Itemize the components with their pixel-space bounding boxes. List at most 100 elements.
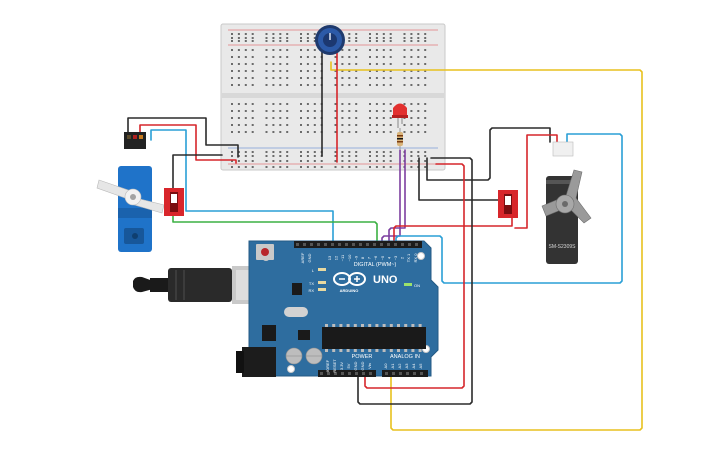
breadboard-hole[interactable] <box>375 117 378 119</box>
breadboard-hole[interactable] <box>417 33 420 35</box>
breadboard-hole[interactable] <box>272 103 275 105</box>
breadboard-hole[interactable] <box>389 49 392 51</box>
header-pin[interactable] <box>380 243 383 246</box>
breadboard-hole[interactable] <box>341 70 344 72</box>
breadboard-hole[interactable] <box>279 37 282 39</box>
breadboard-hole[interactable] <box>306 160 309 162</box>
wire-black-servo-left[interactable] <box>127 117 239 158</box>
breadboard-hole[interactable] <box>272 160 275 162</box>
breadboard-hole[interactable] <box>382 117 385 119</box>
breadboard-hole[interactable] <box>251 40 254 42</box>
breadboard-hole[interactable] <box>251 63 254 65</box>
breadboard-hole[interactable] <box>286 110 289 112</box>
breadboard-hole[interactable] <box>251 56 254 58</box>
breadboard-hole[interactable] <box>417 77 420 79</box>
breadboard-hole[interactable] <box>306 37 309 39</box>
breadboard-hole[interactable] <box>237 49 240 51</box>
breadboard-hole[interactable] <box>355 84 358 86</box>
header-pin[interactable] <box>415 243 418 246</box>
breadboard-hole[interactable] <box>272 33 275 35</box>
breadboard-hole[interactable] <box>334 124 337 126</box>
breadboard-hole[interactable] <box>348 56 351 58</box>
breadboard-hole[interactable] <box>265 70 268 72</box>
breadboard-hole[interactable] <box>279 124 282 126</box>
wire-black-switch-left[interactable] <box>172 154 223 191</box>
breadboard-hole[interactable] <box>272 155 275 157</box>
breadboard-hole[interactable] <box>424 124 427 126</box>
breadboard-hole[interactable] <box>251 160 254 162</box>
breadboard-hole[interactable] <box>417 49 420 51</box>
breadboard-hole[interactable] <box>410 40 413 42</box>
breadboard-hole[interactable] <box>313 40 316 42</box>
breadboard-hole[interactable] <box>382 40 385 42</box>
breadboard-hole[interactable] <box>313 151 316 153</box>
breadboard-hole[interactable] <box>306 151 309 153</box>
breadboard-hole[interactable] <box>410 49 413 51</box>
breadboard-hole[interactable] <box>403 37 406 39</box>
breadboard-hole[interactable] <box>389 131 392 133</box>
breadboard-hole[interactable] <box>231 151 233 153</box>
breadboard-hole[interactable] <box>306 70 309 72</box>
breadboard-hole[interactable] <box>355 77 358 79</box>
breadboard-hole[interactable] <box>237 70 240 72</box>
breadboard-hole[interactable] <box>334 77 337 79</box>
breadboard-hole[interactable] <box>313 77 316 79</box>
breadboard-hole[interactable] <box>231 63 233 65</box>
breadboard-hole[interactable] <box>300 33 302 35</box>
breadboard-hole[interactable] <box>375 103 378 105</box>
breadboard-hole[interactable] <box>355 70 358 72</box>
breadboard-hole[interactable] <box>382 151 385 153</box>
header-pin[interactable] <box>317 243 320 246</box>
header-pin[interactable] <box>406 372 409 375</box>
breadboard-hole[interactable] <box>410 33 413 35</box>
breadboard-hole[interactable] <box>237 33 240 35</box>
breadboard-hole[interactable] <box>382 33 385 35</box>
breadboard-hole[interactable] <box>375 131 378 133</box>
breadboard-hole[interactable] <box>265 77 268 79</box>
breadboard-hole[interactable] <box>410 131 413 133</box>
breadboard-hole[interactable] <box>382 155 385 157</box>
breadboard-hole[interactable] <box>306 117 309 119</box>
header-pin[interactable] <box>320 372 323 375</box>
breadboard-hole[interactable] <box>375 160 378 162</box>
header-pin[interactable] <box>373 243 376 246</box>
breadboard-hole[interactable] <box>306 33 309 35</box>
breadboard-hole[interactable] <box>279 40 282 42</box>
breadboard-hole[interactable] <box>369 84 371 86</box>
breadboard-hole[interactable] <box>348 70 351 72</box>
potentiometer[interactable] <box>315 25 345 55</box>
breadboard-hole[interactable] <box>375 70 378 72</box>
breadboard-hole[interactable] <box>279 70 282 72</box>
breadboard-hole[interactable] <box>424 63 427 65</box>
breadboard-hole[interactable] <box>334 103 337 105</box>
breadboard-hole[interactable] <box>279 160 282 162</box>
breadboard-hole[interactable] <box>313 63 316 65</box>
breadboard-hole[interactable] <box>410 103 413 105</box>
breadboard-hole[interactable] <box>272 84 275 86</box>
breadboard-hole[interactable] <box>403 49 406 51</box>
breadboard[interactable] <box>220 23 446 171</box>
breadboard-hole[interactable] <box>251 155 254 157</box>
breadboard-hole[interactable] <box>375 56 378 58</box>
breadboard-hole[interactable] <box>424 70 427 72</box>
dc-power-jack[interactable] <box>236 347 276 377</box>
breadboard-hole[interactable] <box>369 110 371 112</box>
breadboard-hole[interactable] <box>355 63 358 65</box>
breadboard-hole[interactable] <box>334 117 337 119</box>
breadboard-hole[interactable] <box>286 160 289 162</box>
breadboard-hole[interactable] <box>348 110 351 112</box>
breadboard-hole[interactable] <box>424 56 427 58</box>
breadboard-hole[interactable] <box>403 63 406 65</box>
breadboard-hole[interactable] <box>348 166 351 168</box>
header-pin[interactable] <box>366 243 369 246</box>
breadboard-hole[interactable] <box>251 110 254 112</box>
breadboard-hole[interactable] <box>313 37 316 39</box>
breadboard-hole[interactable] <box>424 155 427 157</box>
breadboard-hole[interactable] <box>410 155 413 157</box>
slide-switch-right[interactable] <box>498 190 518 218</box>
header-pin[interactable] <box>355 372 358 375</box>
breadboard-hole[interactable] <box>375 37 378 39</box>
breadboard-hole[interactable] <box>231 40 233 42</box>
breadboard-hole[interactable] <box>375 155 378 157</box>
breadboard-hole[interactable] <box>300 84 302 86</box>
